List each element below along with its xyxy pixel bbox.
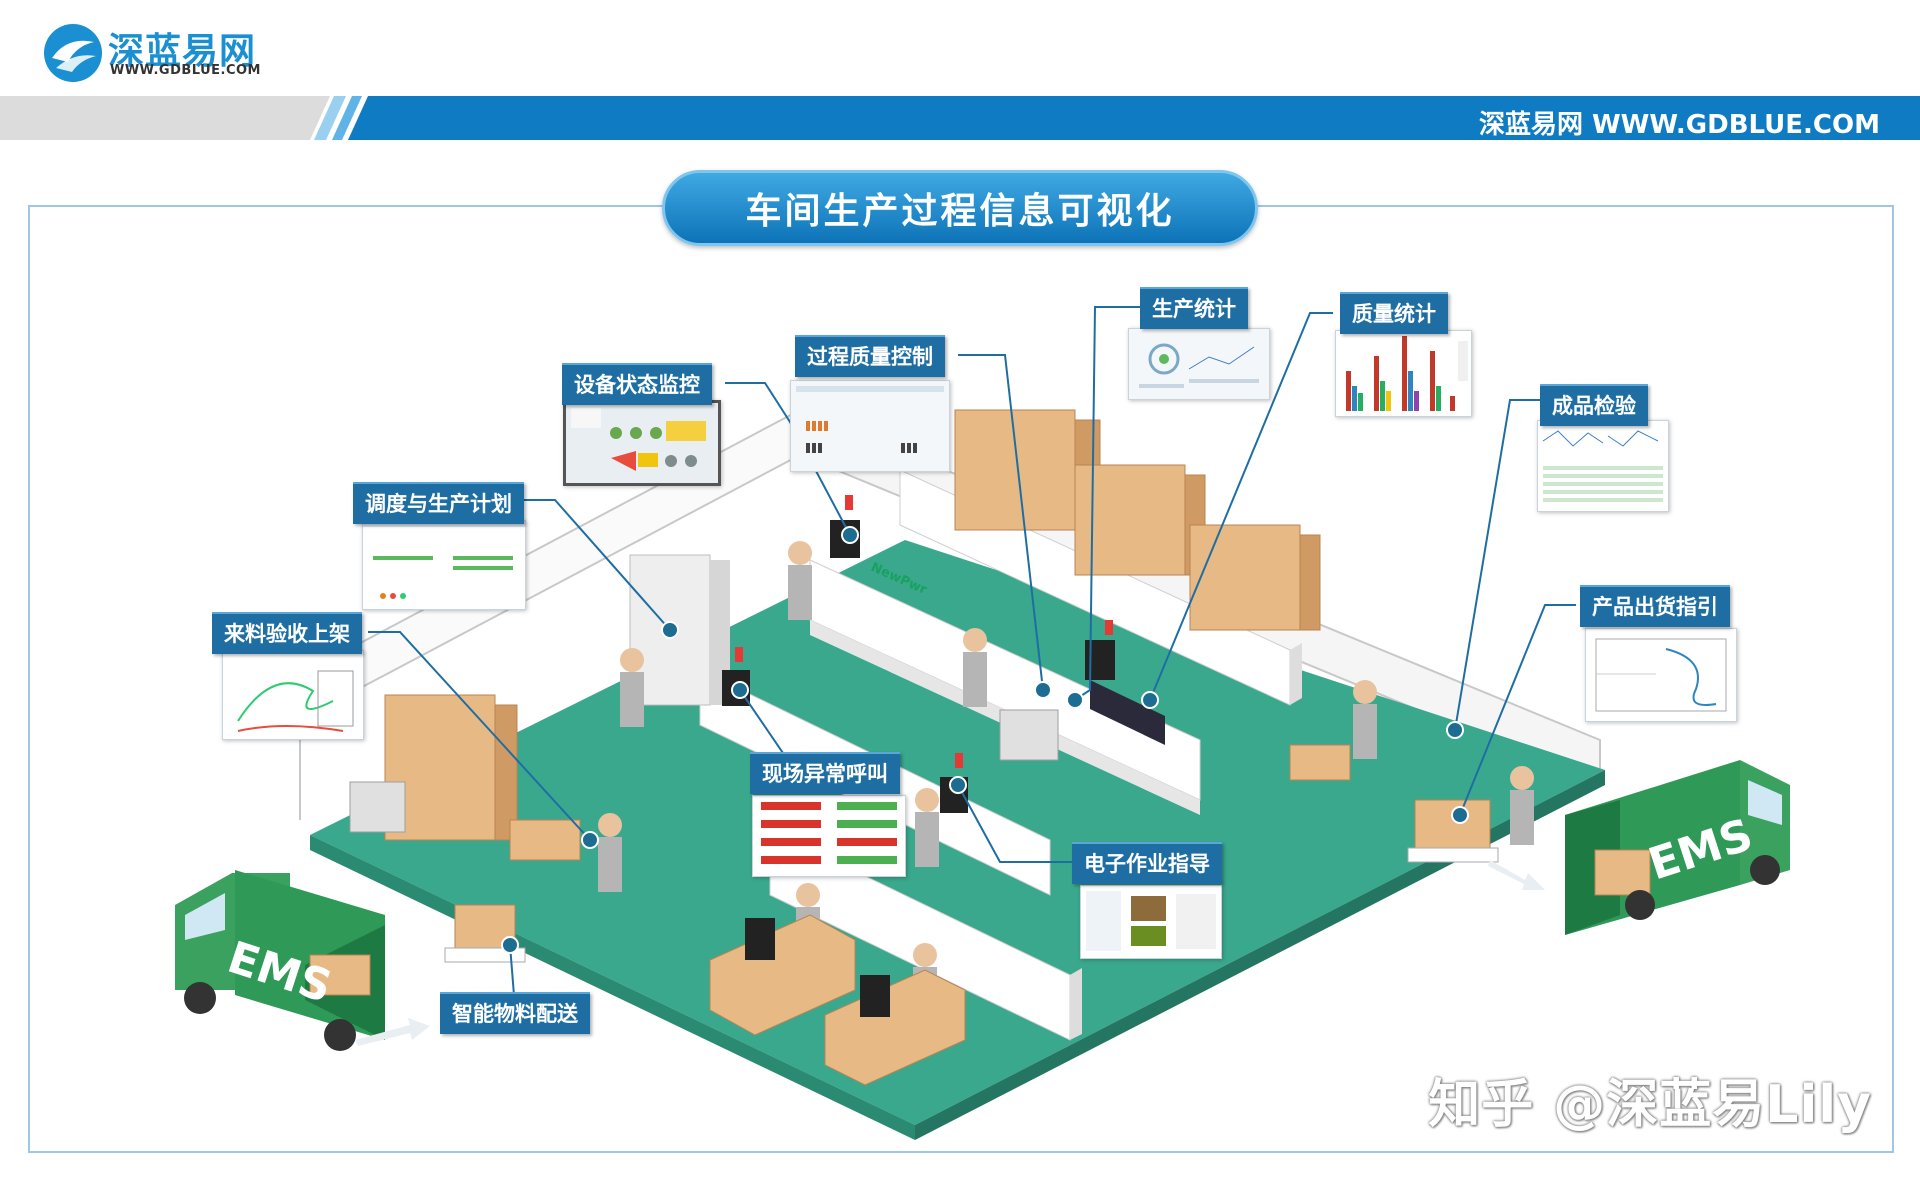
label-equipment-monitor: 设备状态监控 [562, 363, 712, 405]
label-e-sop: 电子作业指导 [1072, 842, 1222, 884]
label-scheduling: 调度与生产计划 [353, 482, 524, 524]
header-brand-text: 深蓝易网 WWW.GDBLUE.COM [1478, 110, 1880, 140]
page-title: 车间生产过程信息可视化 [662, 170, 1258, 246]
label-process-quality: 过程质量控制 [795, 335, 945, 377]
final-inspection-screenshot [1537, 420, 1669, 512]
connector-dots [501, 526, 1469, 954]
andon-call-screenshot [752, 795, 906, 877]
process-quality-screenshot [790, 380, 950, 472]
quality-stats-screenshot [1335, 330, 1472, 417]
desk-2 [824, 969, 966, 1086]
box-stack-back [954, 409, 1321, 631]
arrow-left [355, 1018, 430, 1046]
monitor-2 [860, 975, 890, 1017]
incoming-material-screenshot [222, 650, 364, 740]
header-stripe-2 [332, 96, 362, 140]
logo-url: WWW.GDBLUE.COM [110, 63, 261, 78]
shipping-guide-screenshot [1585, 628, 1737, 722]
label-final-inspection: 成品检验 [1540, 384, 1648, 426]
label-smart-delivery: 智能物料配送 [440, 992, 590, 1034]
rack-center [999, 709, 1059, 761]
label-production-stats: 生产统计 [1140, 287, 1248, 329]
logo-name: 深蓝易网 [108, 31, 257, 72]
rack-left [349, 781, 406, 833]
cart-right [1407, 799, 1499, 863]
storage-tower-side [710, 560, 730, 705]
connector-lines [368, 306, 1576, 1009]
line-front-side [1070, 968, 1082, 1040]
truck-left: EMS [175, 870, 385, 1051]
label-incoming-material: 来料验收上架 [212, 612, 362, 654]
label-andon-call: 现场异常呼叫 [750, 752, 900, 794]
watermark: 知乎 @深蓝易Lily [1428, 1075, 1872, 1135]
scheduling-screenshot [362, 520, 526, 610]
screen-black [1090, 680, 1165, 745]
tray-boxes [509, 744, 1351, 861]
e-sop-screenshot [1080, 885, 1222, 959]
andon-lights [735, 495, 1113, 768]
logo-icon [44, 24, 102, 82]
label-shipping-guide: 产品出货指引 [1580, 585, 1730, 627]
header-stripe-1 [314, 96, 346, 140]
equipment-monitor-screenshot [563, 400, 721, 486]
monitor-1 [745, 918, 775, 960]
header-blue-bar [348, 96, 1920, 140]
label-quality-stats: 质量统计 [1340, 292, 1448, 334]
arrow-right [1488, 860, 1545, 890]
header-gray-bar [0, 96, 330, 140]
truck-right: EMS [1565, 760, 1790, 935]
line-back-side [1290, 643, 1302, 705]
production-stats-screenshot [1128, 328, 1270, 400]
